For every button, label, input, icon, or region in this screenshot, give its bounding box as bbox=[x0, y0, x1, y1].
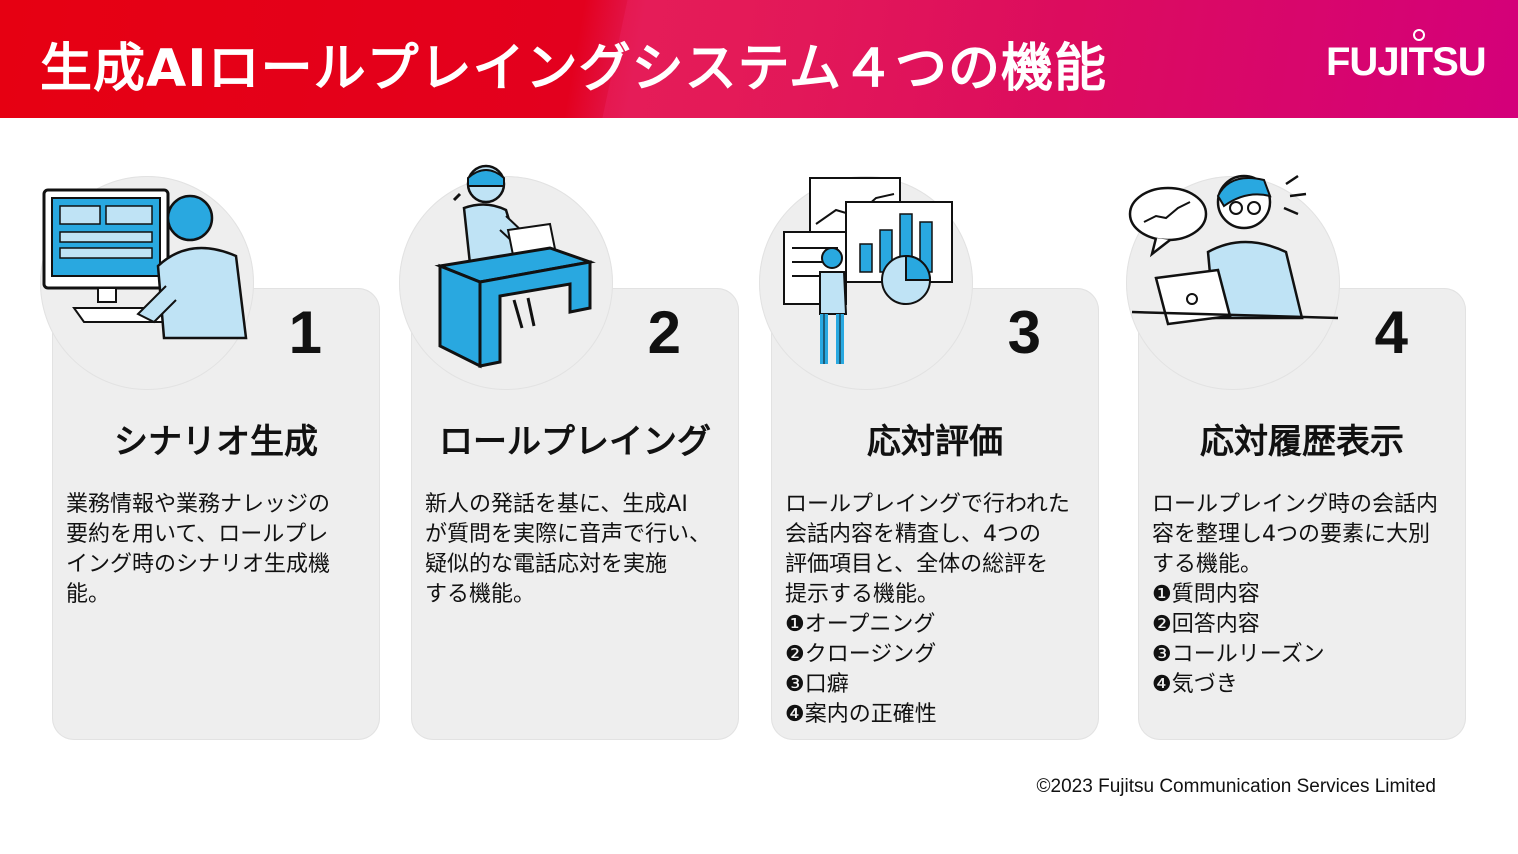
logo-infinity-icon bbox=[1413, 29, 1425, 41]
header-banner: 生成AIロールプレイングシステム４つの機能 FUJITSU bbox=[0, 0, 1518, 118]
card-number: 1 bbox=[288, 299, 322, 366]
card-number: 4 bbox=[1374, 299, 1408, 366]
card-title: ロールプレイング bbox=[439, 422, 711, 462]
person-laptop-speech-icon bbox=[1128, 174, 1339, 326]
card-title: 応対履歴表示 bbox=[1200, 422, 1404, 462]
copyright-text: ©2023 Fujitsu Communication Services Lim… bbox=[1036, 776, 1436, 797]
card-description: 新人の発話を基に、生成AI が質問を実際に音声で行い、 疑似的な電話応対を実施 … bbox=[425, 492, 712, 607]
card-description: ロールプレイング時の会話内 容を整理し4つの要素に大別 する機能。 ❶質問内容 … bbox=[1152, 492, 1439, 697]
card-description: 業務情報や業務ナレッジの 要約を用いて、ロールプレ イング時のシナリオ生成機能。 bbox=[66, 492, 331, 607]
computer-operator-icon bbox=[42, 188, 248, 340]
card-title: シナリオ生成 bbox=[114, 422, 318, 462]
card-number: 3 bbox=[1007, 299, 1041, 366]
fujitsu-logo: FUJITSU bbox=[1326, 40, 1487, 84]
card-title: 応対評価 bbox=[867, 422, 1003, 462]
page-title: 生成AIロールプレイングシステム４つの機能 bbox=[40, 39, 1108, 99]
analyst-charts-icon bbox=[783, 177, 953, 364]
person-at-desk-laptop-icon bbox=[434, 164, 596, 369]
card-description: ロールプレイングで行われた 会話内容を精査し、4つの 評価項目と、全体の総評を … bbox=[785, 492, 1070, 727]
card-number: 2 bbox=[647, 299, 681, 366]
